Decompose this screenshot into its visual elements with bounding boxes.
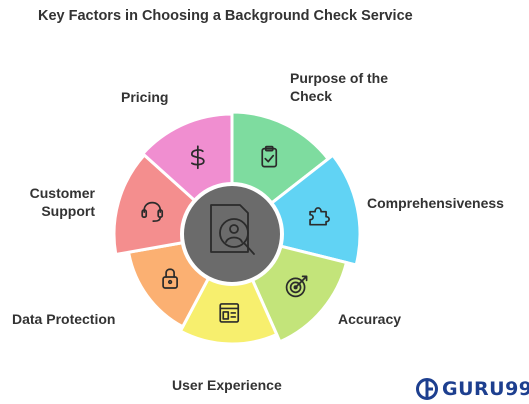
brand-logo: GURU99 [416, 378, 529, 400]
label-data-protection: Data Protection [12, 311, 116, 327]
lock-icon [162, 268, 178, 289]
center-hub [180, 182, 284, 286]
label-accuracy: Accuracy [338, 311, 402, 327]
guru99-logo-icon [416, 378, 438, 400]
headset-icon [141, 201, 164, 222]
background-check-search-icon [210, 204, 255, 255]
label-pricing: Pricing [121, 89, 169, 105]
label-purpose-of-the-check: Purpose of the Check [290, 70, 389, 104]
label-customer-support: Customer Support [29, 185, 95, 219]
label-user-experience: User Experience [172, 377, 282, 393]
puzzle-icon [309, 207, 330, 226]
label-comprehensiveness: Comprehensiveness [367, 195, 504, 211]
clipboard-check-icon [261, 145, 278, 168]
layout-icon [219, 303, 240, 323]
diagram-title: Key Factors in Choosing a Background Che… [38, 8, 413, 24]
target-icon [285, 275, 308, 298]
dollar-icon [190, 145, 205, 170]
brand-name: GURU99 [442, 378, 529, 400]
